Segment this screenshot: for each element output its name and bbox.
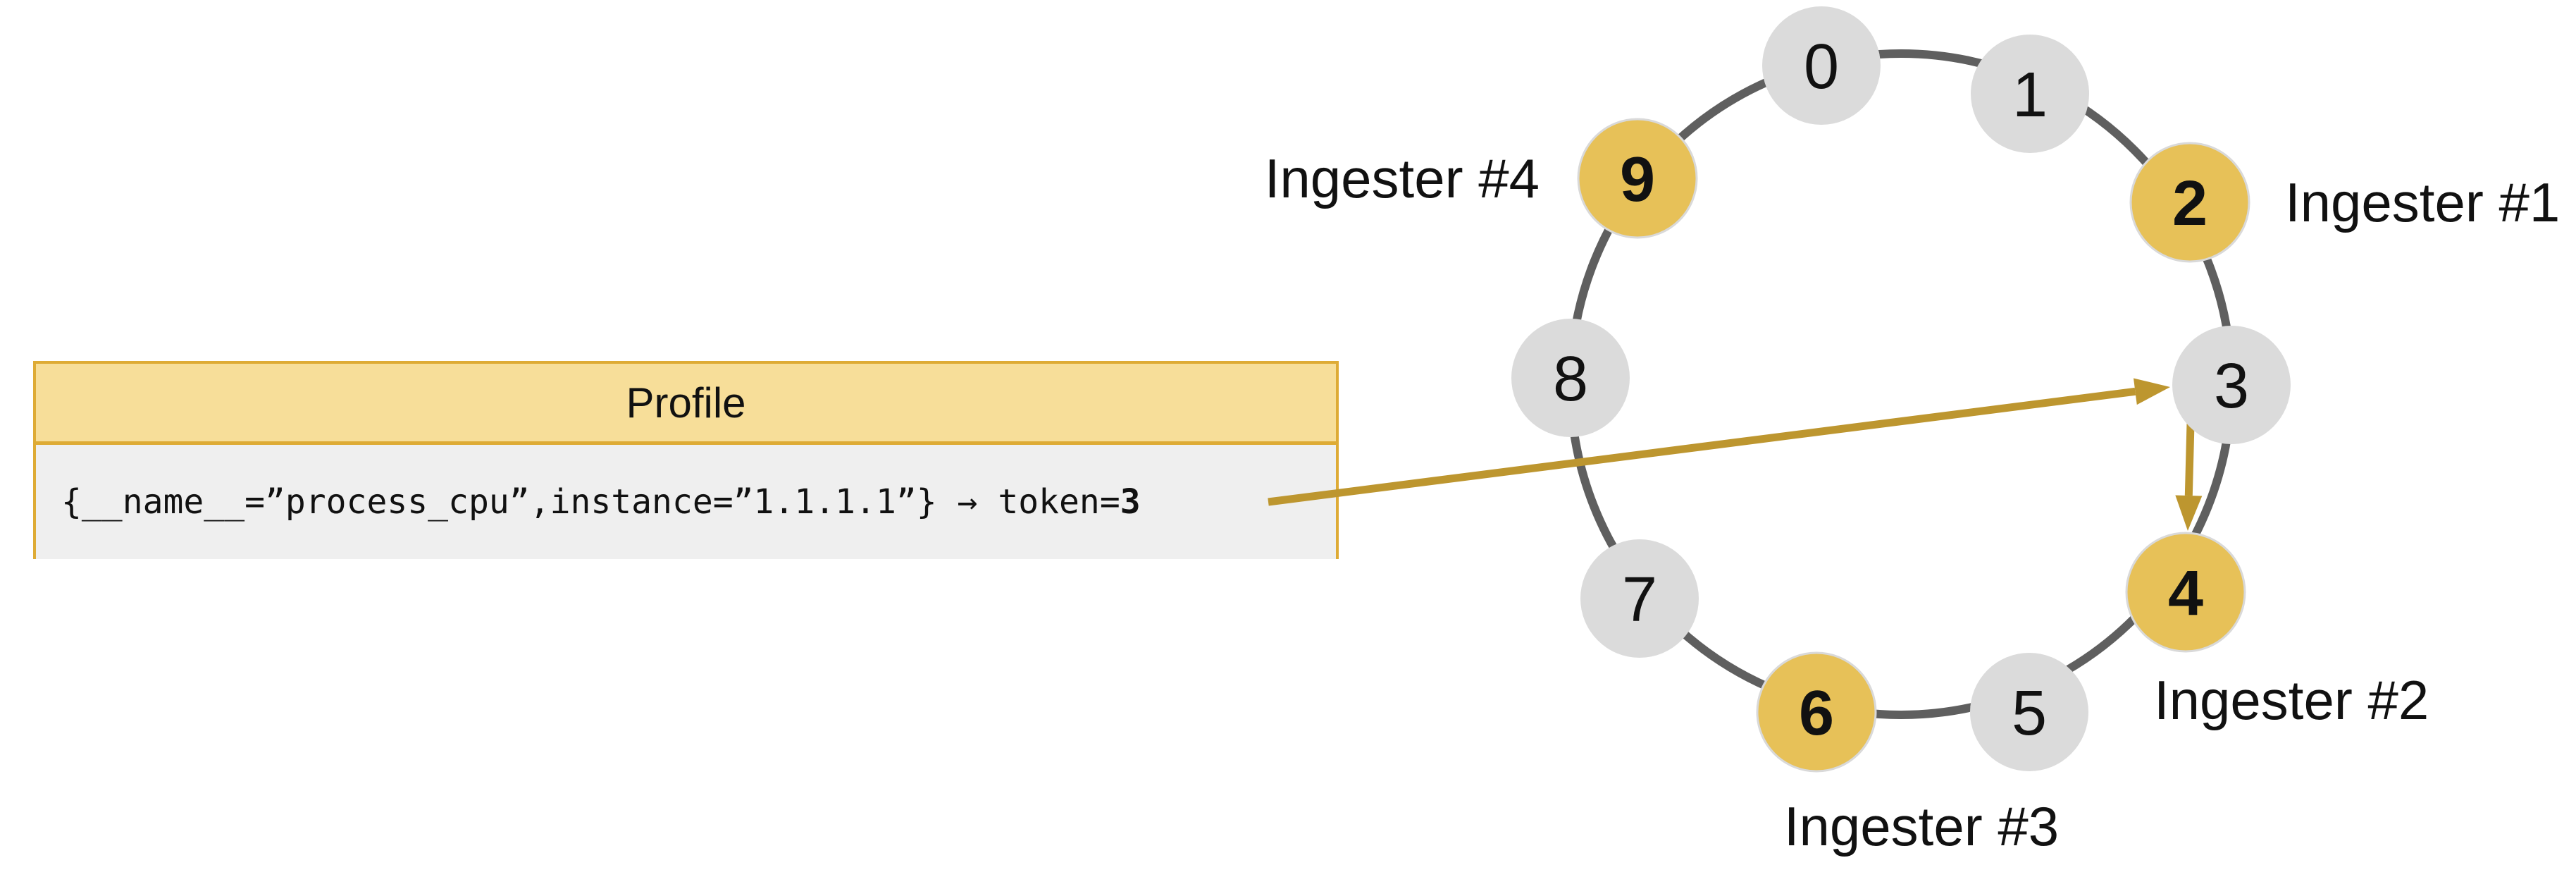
profile-box-title: Profile	[36, 364, 1336, 445]
profile-to-token-3-arrow-head	[2134, 378, 2170, 405]
token-node-6	[1756, 651, 1877, 773]
profile-series-text: {__name__=”process_cpu”,instance=”1.1.1.…	[61, 482, 1120, 522]
ingester-label-2: Ingester #2	[2154, 669, 2429, 731]
token-node-3	[2172, 326, 2291, 444]
token-3-to-token-4-arrow-shaft	[2184, 423, 2195, 496]
token-number-0: 0	[1804, 32, 1839, 102]
profile-series-row: {__name__=”process_cpu”,instance=”1.1.1.…	[36, 445, 1336, 559]
ingester-label-3: Ingester #3	[1784, 795, 2059, 857]
token-number-3: 3	[2214, 351, 2249, 422]
ingester-label-1: Ingester #1	[2285, 171, 2560, 233]
token-number-5: 5	[2012, 678, 2047, 749]
token-node-2	[2129, 142, 2250, 263]
ingester-label-4: Ingester #4	[1265, 147, 1540, 209]
profile-token-value: 3	[1120, 482, 1141, 522]
token-number-2: 2	[2172, 168, 2207, 239]
token-node-7	[1580, 539, 1699, 658]
profile-box: Profile {__name__=”process_cpu”,instance…	[33, 361, 1339, 559]
token-node-8	[1511, 319, 1630, 437]
token-node-0	[1762, 6, 1881, 125]
token-number-1: 1	[2012, 60, 2048, 130]
token-number-6: 6	[1799, 678, 1834, 749]
token-number-8: 8	[1553, 344, 1588, 415]
token-3-to-token-4-arrow-head	[2175, 495, 2203, 531]
token-node-9	[1577, 118, 1698, 239]
token-node-5	[1970, 653, 2088, 771]
token-number-4: 4	[2168, 558, 2203, 629]
token-number-7: 7	[1622, 565, 1657, 635]
token-node-4	[2125, 532, 2246, 653]
hash-ring-circle	[1566, 49, 2236, 719]
token-node-1	[1971, 35, 2089, 153]
profile-to-token-3-arrow-shaft	[1268, 387, 2136, 506]
token-number-9: 9	[1620, 145, 1655, 215]
